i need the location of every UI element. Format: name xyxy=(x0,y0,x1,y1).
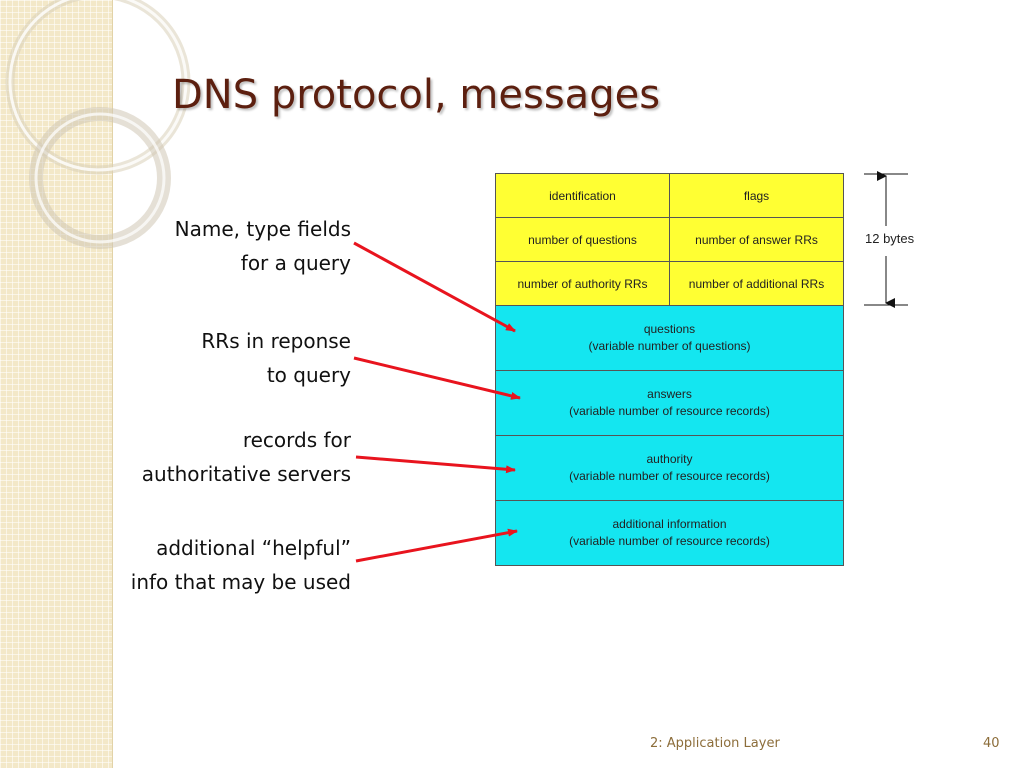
field-flags: flags xyxy=(669,174,843,217)
section-name: authority xyxy=(646,452,693,466)
section-name: answers xyxy=(647,387,692,401)
section-detail: (variable number of resource records) xyxy=(569,469,770,483)
header-row: identification flags xyxy=(496,174,843,218)
label-authoritative: records for authoritative servers xyxy=(142,423,351,491)
section-detail: (variable number of questions) xyxy=(588,339,751,353)
field-num-answer-rrs: number of answer RRs xyxy=(669,218,843,261)
label-query-fields: Name, type fields for a query xyxy=(175,212,351,280)
label-line: for a query xyxy=(240,251,351,275)
section-name: additional information xyxy=(612,517,727,531)
label-additional: additional “helpful” info that may be us… xyxy=(131,531,351,599)
section-detail: (variable number of resource records) xyxy=(569,404,770,418)
header-row: number of questions number of answer RRs xyxy=(496,218,843,262)
label-line: RRs in reponse xyxy=(201,329,351,353)
arrow-authoritative xyxy=(355,455,516,474)
field-identification: identification xyxy=(496,174,669,217)
arrow-query-fields xyxy=(353,241,516,333)
label-rrs-response: RRs in reponse to query xyxy=(201,324,351,392)
label-line: to query xyxy=(266,363,351,387)
section-additional-information: additional information (variable number … xyxy=(496,501,843,565)
page-number: 40 xyxy=(983,736,1000,751)
slide-title: DNS protocol, messages xyxy=(172,72,661,118)
section-detail: (variable number of resource records) xyxy=(569,534,770,548)
header-row: number of authority RRs number of additi… xyxy=(496,262,843,306)
label-line: authoritative servers xyxy=(141,462,351,486)
field-num-questions: number of questions xyxy=(496,218,669,261)
label-line: Name, type fields xyxy=(174,217,351,241)
label-line: additional “helpful” xyxy=(156,536,351,560)
ring-decoration xyxy=(5,0,191,249)
dns-message-format: identification flags number of questions… xyxy=(495,173,844,566)
label-line: info that may be used xyxy=(130,570,351,594)
footer-chapter: 2: Application Layer xyxy=(650,736,780,751)
section-answers: answers (variable number of resource rec… xyxy=(496,371,843,436)
section-questions: questions (variable number of questions) xyxy=(496,306,843,371)
field-num-authority-rrs: number of authority RRs xyxy=(496,262,669,305)
header-size-label: 12 bytes xyxy=(865,231,915,246)
section-name: questions xyxy=(643,322,696,336)
field-num-additional-rrs: number of additional RRs xyxy=(669,262,843,305)
section-authority: authority (variable number of resource r… xyxy=(496,436,843,501)
arrow-additional xyxy=(355,528,518,563)
label-line: records for xyxy=(242,428,351,452)
